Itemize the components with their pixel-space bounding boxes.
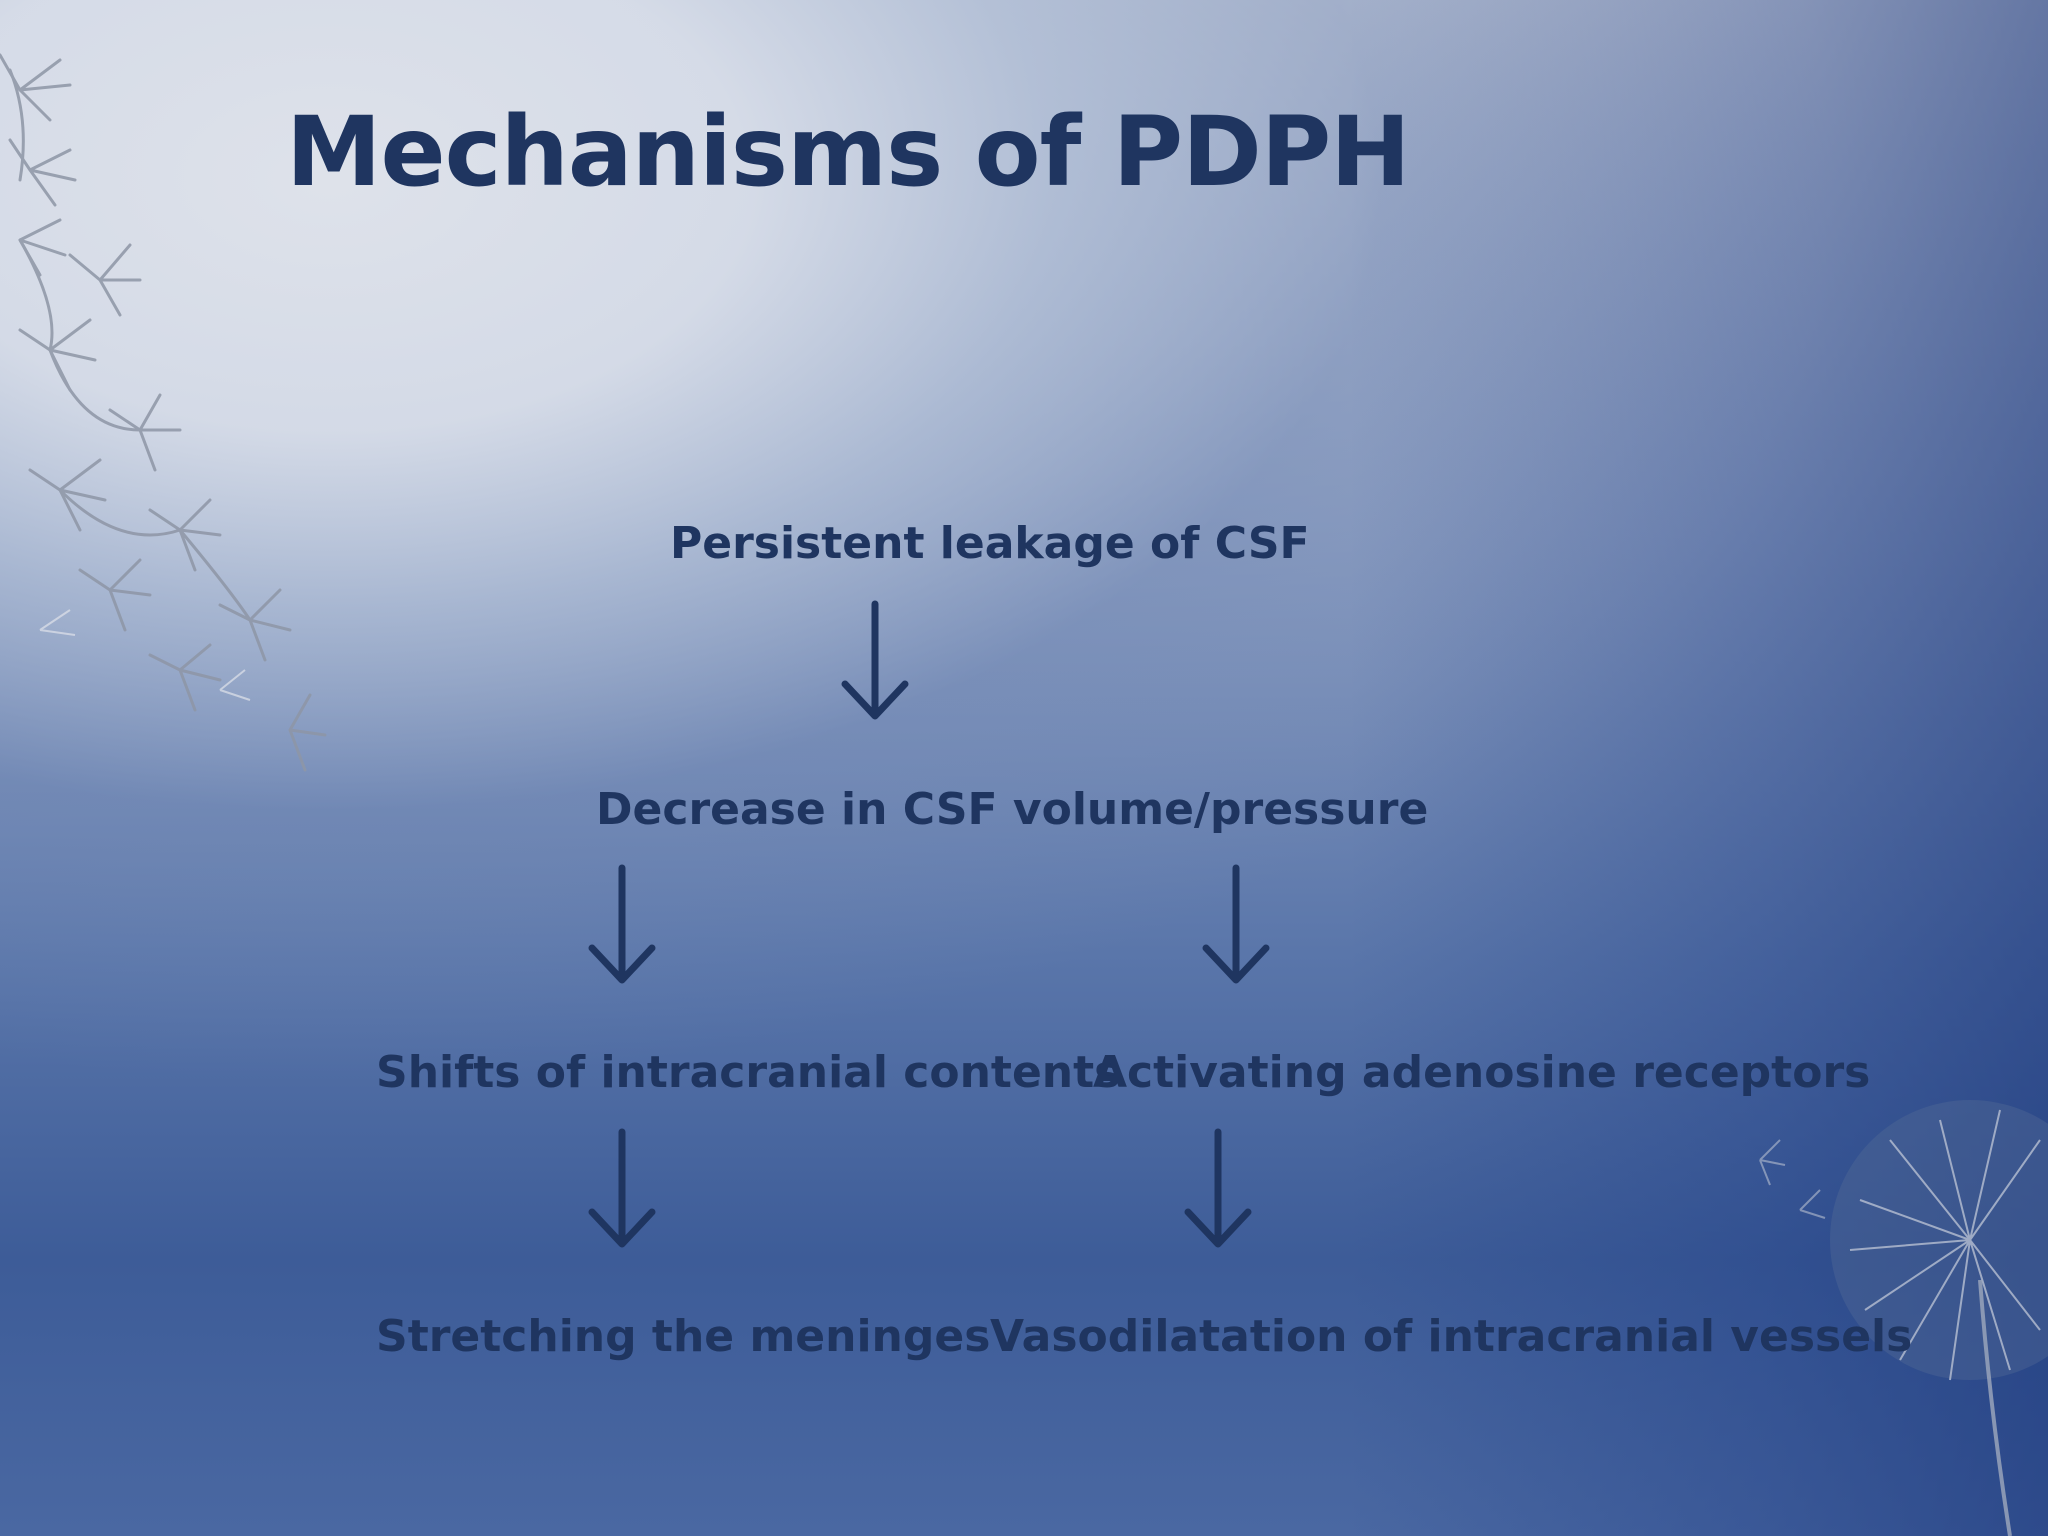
node-activating-adenosine: Activating adenosine receptors bbox=[1093, 1047, 1871, 1098]
node-shifts-contents: Shifts of intracranial contents bbox=[376, 1047, 1121, 1098]
down-arrow-icon bbox=[588, 864, 656, 984]
down-arrow-icon bbox=[588, 1128, 656, 1248]
node-persistent-leakage: Persistent leakage of CSF bbox=[670, 518, 1310, 569]
slide-title: Mechanisms of PDPH bbox=[286, 96, 1411, 208]
down-arrow-icon bbox=[1202, 864, 1270, 984]
dandelion-decoration bbox=[1759, 1100, 2048, 1536]
node-stretching-meninges: Stretching the meninges bbox=[376, 1311, 991, 1362]
node-vasodilatation: Vasodilatation of intracranial vessels bbox=[990, 1311, 1913, 1362]
grass-sprigs-decoration bbox=[0, 53, 327, 772]
down-arrow-icon bbox=[841, 600, 909, 720]
node-decrease-csf: Decrease in CSF volume/pressure bbox=[596, 784, 1429, 835]
down-arrow-icon bbox=[1184, 1128, 1252, 1248]
